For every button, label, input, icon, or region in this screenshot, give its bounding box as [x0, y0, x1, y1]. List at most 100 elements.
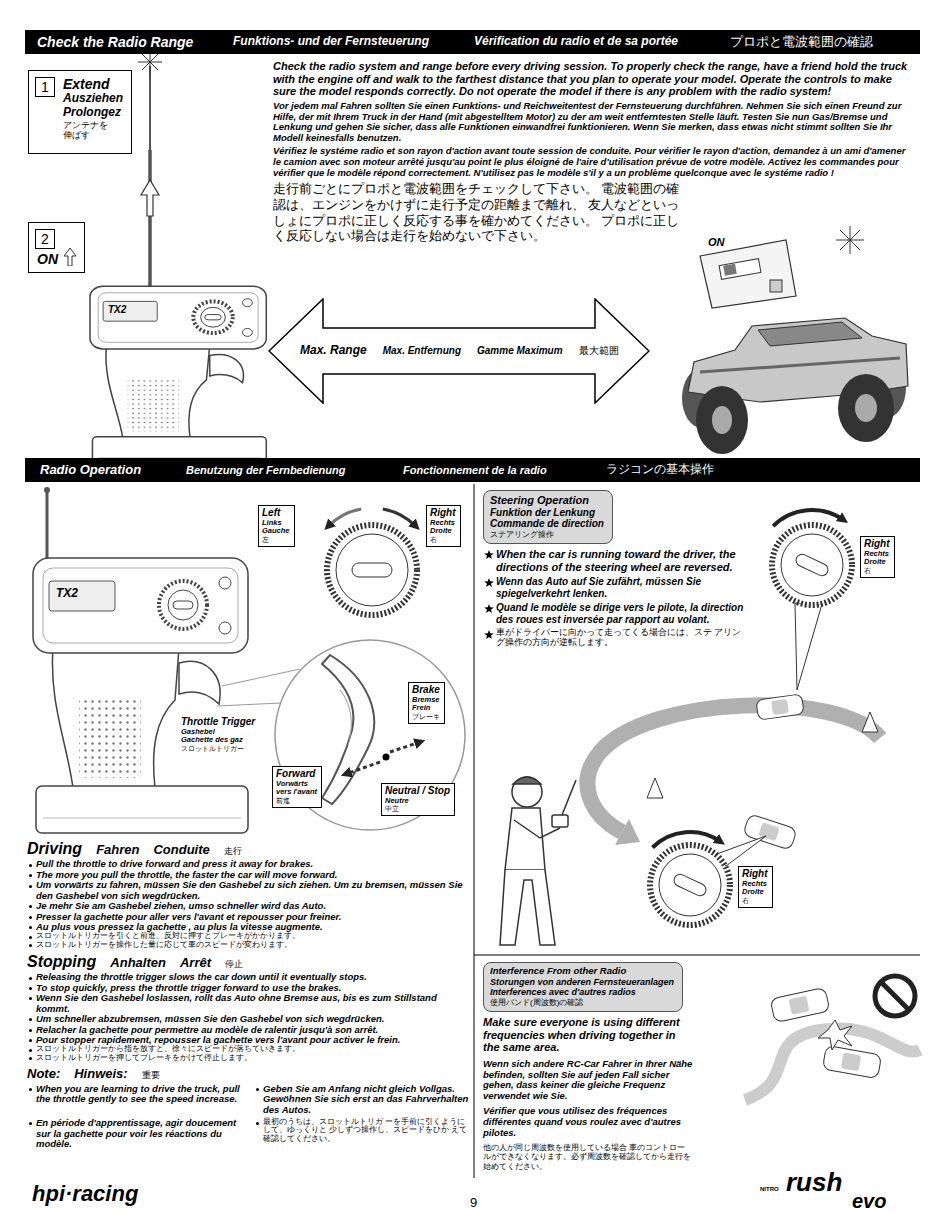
bullet-dot [29, 997, 32, 1000]
callout-text: 右 [430, 536, 456, 544]
driver-figure [500, 777, 576, 945]
bullet-dot [29, 916, 32, 919]
text-group: Make sure everyone is using different fr… [483, 1016, 695, 1171]
note-text: Vérifier que vous utilisez des fréquence… [483, 1106, 695, 1138]
wheel-bubble [659, 854, 721, 916]
track [756, 694, 804, 720]
callout-text: 左 [262, 536, 290, 544]
step-box: ExtendAusziehenProlongezアンテナを 伸ばす1 [28, 70, 132, 154]
model-label: TX2 [56, 587, 78, 601]
text-group: NITRO [760, 1186, 779, 1193]
band-heading: Check the Radio Range [37, 34, 193, 50]
bullet-dot [29, 944, 32, 947]
bullet-text: 最初のうちは、スロットルトリガ ーを手前に引くようにして、ゆっくりと 少しずつ操… [254, 1118, 469, 1149]
bullet-text: Au plus vous pressez la gachette , au pl… [27, 922, 472, 932]
text-group: evo [852, 1190, 886, 1213]
driver-figure [505, 808, 545, 870]
bullet-dot [29, 926, 32, 929]
star-bullet [484, 604, 494, 613]
band-heading: Vérification du radio et de sa portée [474, 35, 678, 49]
text-group: rush [786, 1168, 842, 1198]
bullet-text: Geben Sie am Anfang nicht gleich Vollgas… [254, 1084, 469, 1115]
note-text: Vor jedem mal Fahren sollten Sie einen F… [273, 101, 915, 144]
steering-wheel [327, 509, 417, 615]
callout-text: Droite [742, 888, 768, 897]
bullet-dot [29, 987, 32, 990]
section-title: Driving [27, 840, 82, 858]
trigger-zoom [390, 742, 420, 752]
bullet-dot [29, 1039, 32, 1042]
trigger-zoom [340, 690, 351, 745]
section-box-text: Interference From other Radio [490, 966, 674, 977]
page-number: 9 [470, 1196, 477, 1211]
section-box: Interference From other RadioStorungen v… [483, 962, 683, 1012]
heading-row: Note:Hinweis:重要 [27, 1067, 472, 1082]
bullet-dot [256, 1088, 259, 1091]
collision-illustration [818, 1020, 852, 1050]
range-text: Max. Entfernung [383, 345, 461, 357]
text-group: TX2 [108, 304, 126, 316]
bullet-text: スロットルトリガーから指を放すと、徐々にスピードが落ちていきます。 [27, 1045, 472, 1053]
monster-truck [700, 358, 900, 372]
product-logo: NITRO [760, 1186, 779, 1193]
star-bullet [484, 578, 494, 588]
bullet-dot [29, 1088, 32, 1091]
callout-text: Forward [276, 768, 317, 780]
track [587, 694, 880, 850]
driver-figure [500, 870, 555, 945]
star-burst [142, 54, 158, 70]
driver-figure [513, 777, 541, 784]
note-text: Make sure everyone is using different fr… [483, 1016, 695, 1054]
callout-text: 右 [864, 567, 890, 575]
bullet-text: スロットルトリガーを押してブレーキをかけて停止します。 [27, 1054, 472, 1062]
transmitter-side [46, 490, 49, 560]
section-title: Conduite [153, 843, 209, 858]
callout-text: Rechts [742, 880, 768, 889]
note-grid: When you are learning to drive the truck… [27, 1084, 472, 1150]
part-name: スロットルトリガー [181, 745, 255, 753]
text-group: ON [708, 236, 725, 249]
part-name: Gachette des gaz [181, 736, 255, 745]
bullet-dot [29, 905, 32, 908]
band-heading: ラジコンの基本操作 [606, 463, 714, 477]
band-heading: プロポと電波範囲の確認 [730, 35, 873, 50]
callout-box: LeftLinksGauche左 [258, 505, 295, 547]
note-text: Wenn sich andere RC-Car Fahrer in Ihrer … [483, 1059, 695, 1102]
callout-text: Frein [412, 704, 440, 713]
star-bullet [484, 578, 494, 587]
steering-wheel [383, 509, 416, 526]
track [756, 694, 804, 720]
product-logo: evo [852, 1190, 886, 1213]
note-text: 他の人が同じ周波数を使用している場合 車のコントロー ルができなくなります。必ず… [483, 1143, 695, 1171]
callout-box: RightRechtsDroite右 [860, 536, 895, 578]
transmitter-front [141, 180, 159, 216]
callout-text: Neutral / Stop [385, 785, 450, 797]
part-name: Gashebel [181, 728, 255, 737]
track [862, 712, 878, 732]
collision-illustration [841, 1052, 862, 1071]
bullet-text: To stop quickly, press the throttle trig… [27, 983, 472, 993]
text-group: DrivingFahrenConduite走行Pull the throttle… [27, 840, 472, 1149]
callout-text: Vorwärts [276, 780, 317, 789]
callout-text: ブレーキ [412, 713, 440, 721]
bullet-dot [29, 977, 32, 980]
range-text: Max. Range [300, 344, 367, 358]
collision-illustration [881, 982, 909, 1010]
callout-text: Gauche [262, 527, 290, 536]
steering-wheel [352, 563, 392, 577]
wheel-bubble [794, 552, 830, 577]
transmitter-side [33, 487, 248, 833]
bullet-text: Releasing the throttle trigger slows the… [27, 972, 472, 982]
track [647, 778, 663, 798]
transmitter-side [44, 487, 50, 493]
transmitter-side [33, 558, 248, 833]
wheel-bubble [773, 510, 843, 526]
collision-illustration [822, 1045, 881, 1078]
switch-label: ON [708, 236, 725, 249]
section-title: Anhalten [110, 956, 166, 971]
monster-truck [712, 406, 732, 434]
section-box-text: Steering Operation [490, 494, 604, 507]
driver-figure [562, 780, 576, 815]
steering-wheel [328, 509, 361, 526]
callout-text: Brake [412, 684, 440, 696]
